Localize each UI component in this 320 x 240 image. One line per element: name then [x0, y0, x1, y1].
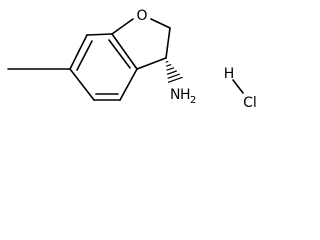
hcl-bond: [232, 79, 244, 94]
bond-c7a-o: [111, 18, 134, 35]
double-bond-c7-c6: [76, 40, 93, 71]
bond-c4-c3a: [119, 68, 138, 101]
amine-nitrogen-label: N: [170, 87, 180, 103]
benzene-ring: [69, 33, 138, 101]
bond-c3a-c7a: [111, 33, 138, 70]
amine-label: N H 2: [170, 87, 196, 106]
ring-oxygen-label: O: [136, 8, 147, 24]
bond-o-c2: [150, 18, 171, 29]
hashed-wedge-bond: [165, 60, 183, 83]
dihydrofuran-ring: [111, 18, 171, 70]
amine-hydrogen-count: 2: [190, 95, 196, 106]
bond-c6-c5: [69, 68, 95, 101]
bond-c7-c6: [69, 34, 88, 70]
bond-c3-c3a: [136, 57, 167, 70]
bond-c7a-c7: [86, 33, 113, 36]
chlorine-label: Cl: [243, 95, 257, 111]
hydrogen-label: H: [224, 66, 235, 82]
double-bond-c3a-c7a: [108, 39, 131, 69]
chemical-structure-diagram: O N H 2 H Cl: [7, 8, 257, 111]
bond-c2-c3: [165, 27, 171, 59]
amine-hydrogen-label: H: [180, 87, 191, 103]
